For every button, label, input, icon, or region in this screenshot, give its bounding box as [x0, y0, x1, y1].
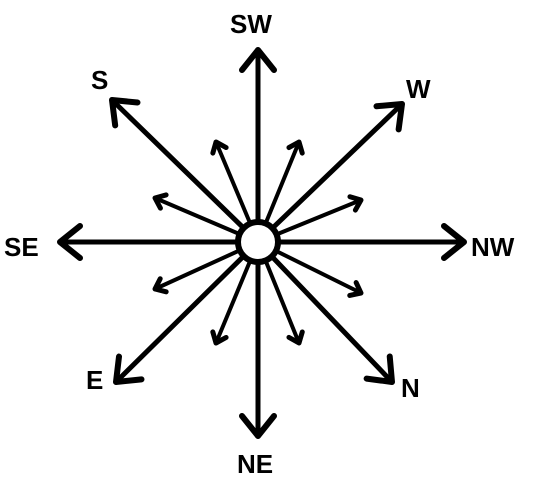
arrow-up-left — [109, 97, 261, 245]
arrow-right — [255, 223, 467, 261]
label-ne: NE — [237, 449, 274, 479]
label-e: E — [86, 365, 104, 395]
arrow-up-right — [255, 101, 405, 245]
arrow-down-right — [255, 239, 395, 385]
label-nw: NW — [471, 232, 515, 262]
arrow-down — [239, 239, 277, 439]
label-w: W — [406, 74, 431, 104]
arrow-up — [239, 47, 277, 245]
arrow-down-left — [113, 239, 261, 385]
arrow-left — [57, 223, 261, 261]
label-se: SE — [4, 232, 39, 262]
center-hub — [235, 219, 281, 265]
label-n: N — [401, 373, 420, 403]
compass-arrows — [57, 47, 467, 439]
label-sw: SW — [230, 9, 272, 39]
label-s: S — [91, 65, 109, 95]
